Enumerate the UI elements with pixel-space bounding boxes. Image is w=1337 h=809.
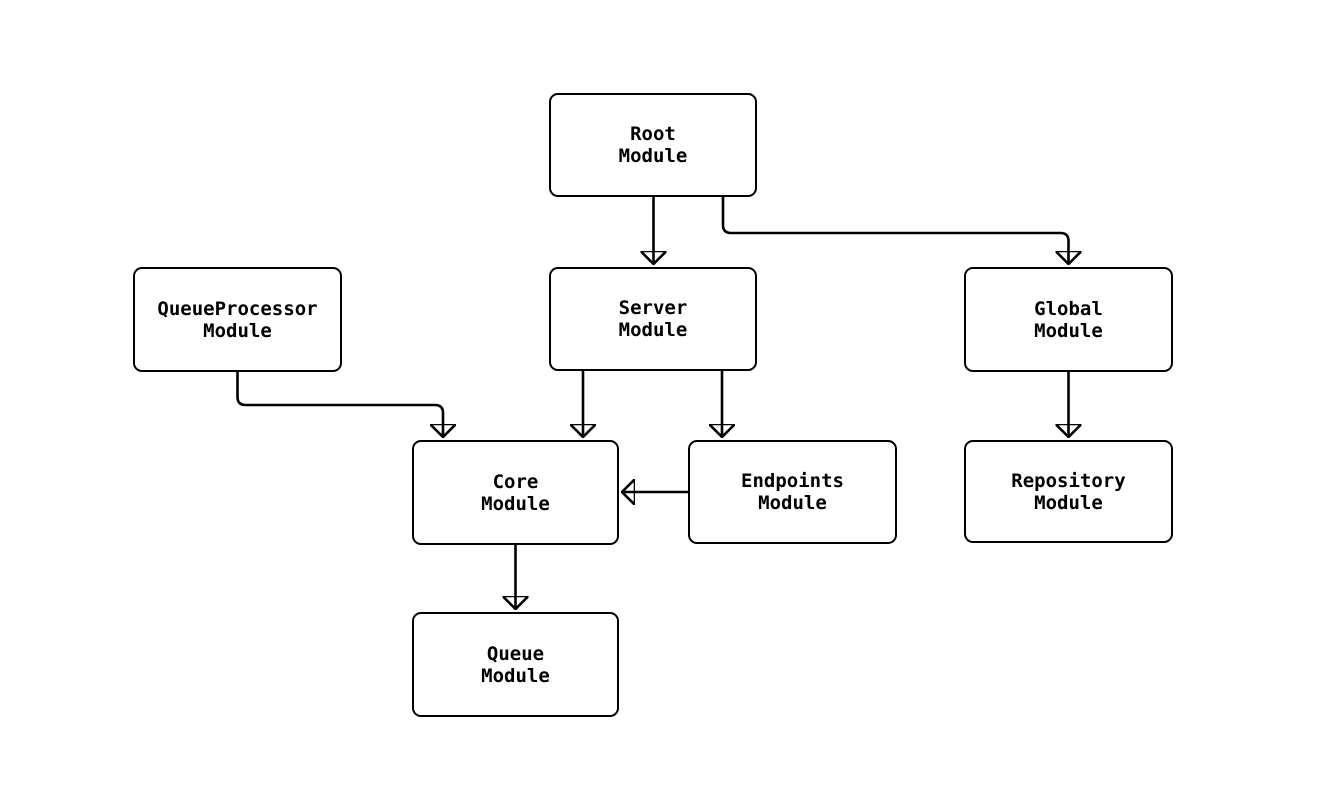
node-label-line2: Module — [203, 319, 272, 342]
node-repository-module: Repository Module — [964, 440, 1173, 543]
node-label-line1: Repository — [1011, 469, 1126, 492]
node-global-module: Global Module — [964, 267, 1173, 372]
node-label-line1: Core — [492, 470, 539, 493]
edge-root-to-global — [721, 197, 1069, 264]
node-label-line2: Module — [618, 319, 688, 341]
node-endpoints-module: Endpoints Module — [688, 440, 897, 544]
node-label-line1: Endpoints — [741, 470, 844, 492]
node-server-module: Server Module — [549, 267, 757, 371]
edge-queueprocessor-to-core — [236, 372, 444, 437]
node-label-line1: QueueProcessor — [157, 297, 318, 320]
node-queueprocessor-module: QueueProcessor Module — [133, 267, 342, 372]
node-queue-module: Queue Module — [412, 612, 619, 717]
node-label-line2: Module — [618, 145, 688, 167]
node-label-line2: Module — [1034, 319, 1103, 342]
node-root-module: Root Module — [549, 93, 757, 197]
node-label-line1: Queue — [486, 642, 545, 665]
node-label-line1: Server — [618, 297, 688, 319]
node-label-line2: Module — [481, 492, 550, 515]
node-label-line2: Module — [481, 664, 550, 687]
node-label-line1: Root — [630, 123, 676, 145]
node-label-line2: Module — [1034, 491, 1103, 514]
node-label-line2: Module — [758, 492, 827, 514]
node-label-line1: Global — [1034, 297, 1103, 320]
node-core-module: Core Module — [412, 440, 619, 545]
